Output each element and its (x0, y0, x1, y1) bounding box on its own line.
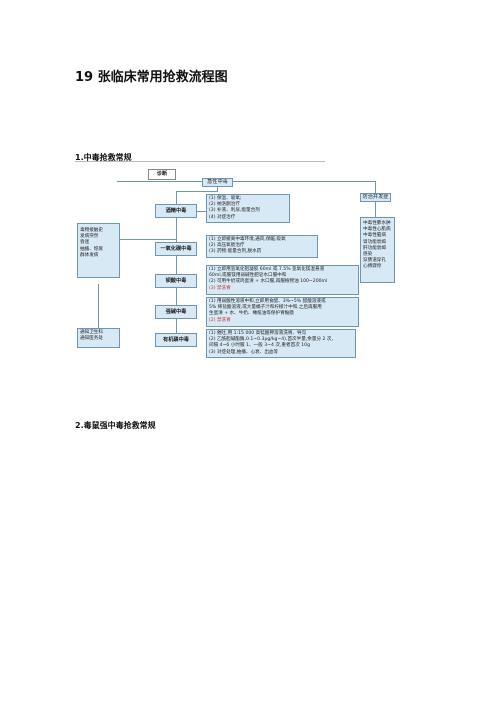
treatment-item: 60ml,或服镁用弱碱性肥皂水口服中和 (209, 273, 287, 279)
type-box-acid: 钡酸中毒 (155, 274, 197, 288)
diagnosis-box: 诊断 (148, 169, 176, 180)
complications-box: 中毒性肺水肿 中毒性心肌病 中毒性脑病 肾功能衰竭 肝功能衰竭 感染 穿肠道穿孔… (360, 217, 395, 283)
treatment-box-alkali: (1) 用弱酸性溶液中和,立即用食醋、3%~5% 醋酸溶液或 5% 稀盐酸溶液,… (206, 297, 359, 327)
type-box-alkali: 强碱中毒 (155, 305, 197, 319)
treatment-item: 5% 稀盐酸溶液,或大量橘子汁和柠檬汁中和,之后再服用 (209, 305, 322, 311)
connector (233, 181, 375, 182)
warning-text: (2) 禁洗胃 (209, 317, 231, 323)
connector (375, 201, 376, 217)
complication-item: 中毒性心肌病 (363, 227, 391, 233)
complication-item: 感染 (363, 252, 373, 258)
prevention-box: 防治并发症 (360, 193, 391, 202)
section-heading-tetramine: 2.毒鼠强中毒抢救常规 (75, 421, 156, 430)
connector (120, 239, 176, 240)
treatment-item: (1) 保温、吸氧; (209, 196, 242, 201)
treatment-item: (1) 用弱酸性溶液中和,立即用食醋、3%~5% 醋酸溶液或 (209, 299, 326, 304)
treatment-item: (2) 乙酰胆碱酯酶,0.1~0.3μg/kg~4),首次半量,余量分 2 次, (209, 337, 333, 343)
treatment-item: (2) 高压氧舱治疗 (209, 243, 245, 249)
treatment-item: (1) 立即撤离中毒环境,通风,保暖,吸氧 (209, 237, 286, 242)
connector (117, 181, 202, 182)
treatment-item: 生蛋清 + 水、牛奶、橄榄油等保护胃黏膜 (209, 311, 294, 317)
connector (176, 191, 218, 192)
connector (176, 191, 177, 340)
treatment-item: (4) 对症治疗 (209, 214, 236, 220)
history-item: 抽搐、惊厥 (80, 246, 103, 252)
type-box-co: 一氧化碳中毒 (155, 242, 197, 256)
history-box: 毒物接触史 发病突然 昏迷 抽搐、惊厥 群体发病 (77, 223, 120, 278)
treatment-box-organophosphate: (1) 催吐,用 1:15 000 高锰酸钾溶液洗胃、导泻 (2) 乙酰胆碱酯酶… (206, 329, 356, 358)
treatment-item: (2) 纳洛酮治疗 (209, 202, 240, 208)
treatment-box-alcohol: (1) 保温、吸氧; (2) 纳洛酮治疗 (3) 补液、利尿,能量合剂 (4) … (206, 194, 290, 223)
connector (197, 211, 207, 212)
complication-item: 中毒性脑病 (363, 233, 386, 239)
complication-item: 中毒性肺水肿 (363, 221, 391, 226)
section-heading-poisoning: 1.中毒抢救常规 (75, 153, 132, 162)
notify-item: 通知卫生科 (80, 330, 103, 335)
divider-line (75, 161, 325, 162)
notify-box: 通知卫生科 通知医务处 (77, 328, 120, 348)
complication-item: 肾功能衰竭 (363, 239, 386, 245)
treatment-item: (1) 催吐,用 1:15 000 高锰酸钾溶液洗胃、导泻 (209, 331, 307, 336)
treatment-box-acid: (1) 立即用氢氧化铝凝胶 60ml 或 7.5% 氢氧化镁混悬液 60ml,或… (206, 265, 359, 295)
complication-item: 心搏骤停 (363, 264, 382, 270)
history-item: 毒物接触史 (80, 228, 103, 233)
type-box-organophosphate: 有机磷中毒 (155, 333, 197, 347)
complication-item: 肝功能衰竭 (363, 245, 386, 251)
treatment-item: (1) 立即用氢氧化铝凝胶 60ml 或 7.5% 氢氧化镁混悬液 (209, 267, 325, 272)
treatment-item: 间隔 4~6 小时服 1、一般 3~4 次,重者首次 10g (209, 343, 311, 349)
history-item: 发病突然 (80, 234, 99, 240)
history-item: 昏迷 (80, 240, 90, 246)
notify-item: 通知医务处 (80, 336, 103, 342)
type-box-alcohol: 酒精中毒 (155, 204, 197, 218)
treatment-item: (3) 对症处理,抽搐、心衰、出血等 (209, 349, 279, 355)
complication-item: 穿肠道穿孔 (363, 258, 386, 264)
connector (98, 284, 99, 328)
connector (375, 181, 376, 193)
warning-text: (3) 禁洗胃 (209, 285, 231, 291)
treatment-item: (3) 补液、利尿,能量合剂 (209, 208, 260, 214)
treatment-box-co: (1) 立即撤离中毒环境,通风,保暖,吸氧 (2) 高压氧舱治疗 (3) 药物:… (206, 235, 318, 258)
treatment-item: (3) 药物:能量合剂,脱水药 (209, 249, 262, 255)
poisoning-flowchart: 诊断 急性中毒 防治并发症 毒物接触史 发病突然 昏迷 抽搐、惊厥 群体发病 通… (75, 161, 395, 360)
history-item: 群体发病 (80, 252, 99, 258)
page-title: 19 张临床常用抢救流程图 (75, 70, 228, 85)
connector (217, 186, 218, 191)
acute-poisoning-box: 急性中毒 (202, 178, 233, 187)
treatment-item: (2) 可用牛奶或鸡蛋清 + 水口服,再服植物油 100~200ml (209, 279, 328, 285)
